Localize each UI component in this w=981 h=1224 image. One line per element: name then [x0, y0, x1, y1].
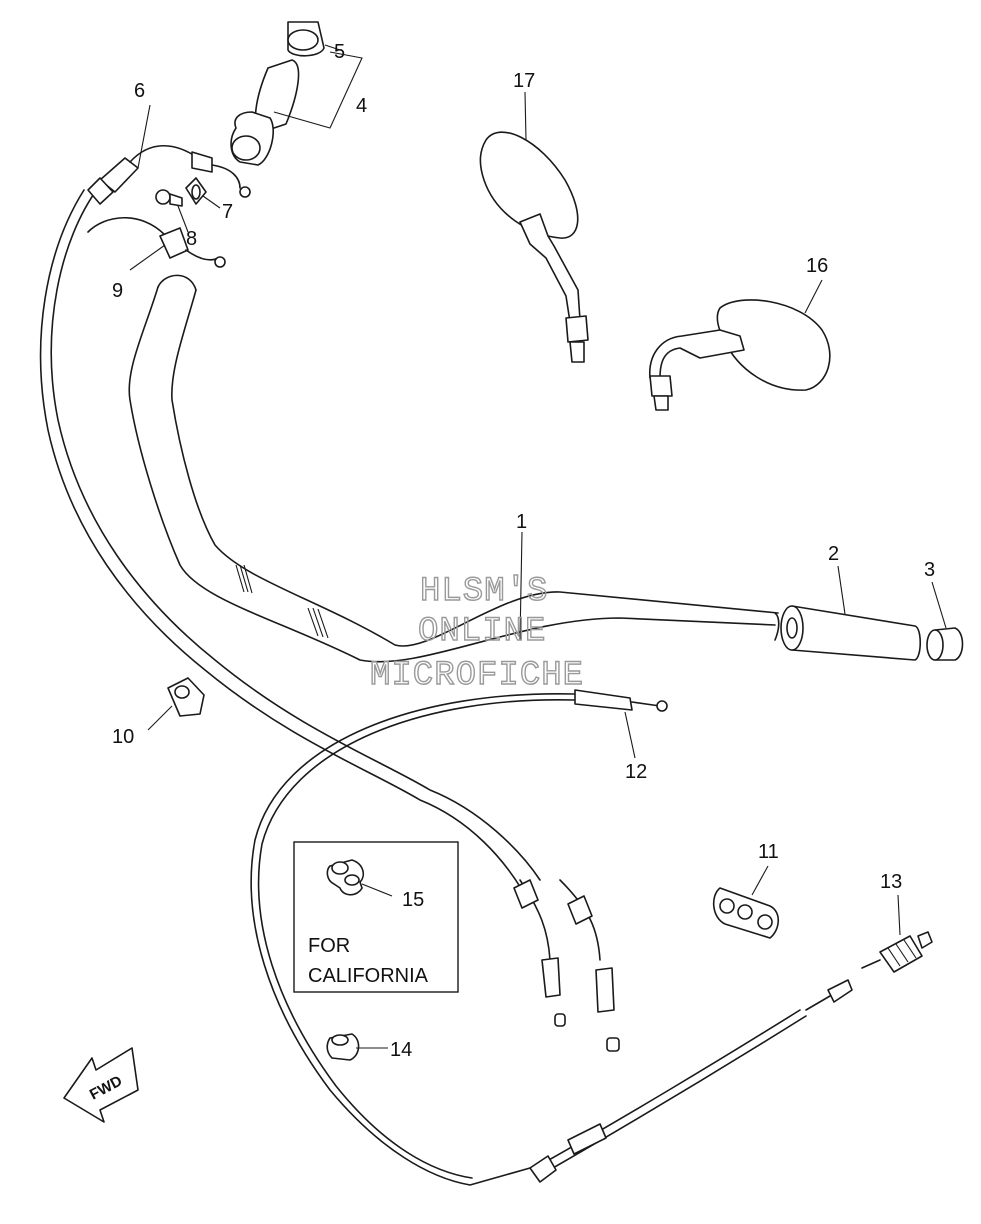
leader-2 — [837, 565, 846, 615]
callout-13: 13 — [880, 871, 902, 893]
leader-17 — [524, 91, 527, 141]
cable-adjuster — [861, 931, 933, 973]
callout-8: 8 — [186, 228, 197, 250]
fwd-arrow-icon: FWD — [63, 1047, 139, 1123]
leader-7 — [202, 195, 221, 209]
clamp — [712, 887, 780, 939]
leader-10 — [147, 705, 173, 731]
callout-16: 16 — [806, 255, 828, 277]
holder — [167, 677, 205, 717]
leader-13 — [897, 894, 901, 936]
watermark: HLSM'S ONLINE MICROFICHE — [369, 572, 584, 695]
callout-12: 12 — [625, 761, 647, 783]
handlebar — [128, 274, 780, 663]
right-grip — [780, 605, 922, 661]
callout-2: 2 — [828, 543, 839, 565]
cable-9 — [87, 216, 226, 268]
callout-4: 4 — [356, 95, 367, 117]
throttle-cable-ends — [513, 879, 620, 1052]
callout-1: 1 — [516, 511, 527, 533]
grip-collar — [287, 21, 325, 57]
clutch-cable — [250, 689, 853, 1186]
callout-10: 10 — [112, 726, 134, 748]
leader-16 — [804, 279, 823, 314]
callout-11: 11 — [758, 841, 779, 863]
mirror-left — [479, 131, 589, 363]
callout-3: 3 — [924, 559, 935, 581]
callout-17: 17 — [513, 70, 535, 92]
callout-7: 7 — [222, 201, 233, 223]
mirror-right — [649, 299, 831, 411]
screw — [155, 189, 183, 207]
california-label-line2: CALIFORNIA — [308, 965, 429, 987]
callout-9: 9 — [112, 280, 123, 302]
grip-end-weight — [926, 627, 964, 661]
leader-4 — [273, 51, 363, 129]
cable-guide — [185, 177, 207, 205]
throttle-cable — [39, 144, 541, 896]
leader-3 — [931, 581, 947, 629]
throttle-grip — [230, 59, 300, 166]
leader-1 — [519, 531, 523, 641]
california-box: FOR CALIFORNIA — [293, 841, 459, 993]
watermark-line3: MICROFICHE — [370, 657, 584, 695]
leader-9 — [129, 244, 166, 271]
leader-6 — [137, 104, 151, 169]
watermark-line2: ONLINE — [418, 613, 546, 651]
leader-11 — [751, 865, 769, 896]
watermark-line1: HLSM'S — [420, 573, 548, 611]
callout-14: 14 — [390, 1039, 412, 1061]
leader-12 — [624, 711, 636, 759]
clip — [326, 1033, 360, 1061]
callout-6: 6 — [134, 80, 145, 102]
callout-numbers: 1 2 3 4 5 6 7 8 9 10 11 12 13 14 15 16 1… — [112, 41, 935, 1061]
leader-8 — [177, 205, 189, 233]
california-label-line1: FOR — [308, 935, 350, 957]
callout-5: 5 — [334, 41, 345, 63]
callout-15: 15 — [402, 889, 424, 911]
leader-5 — [324, 44, 341, 51]
clip-15 — [326, 859, 365, 896]
